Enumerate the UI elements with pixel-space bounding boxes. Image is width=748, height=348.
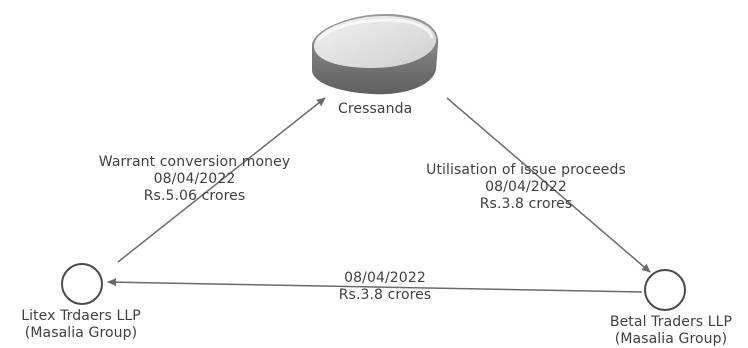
- flow-description: Utilisation of issue proceeds: [426, 162, 626, 178]
- arrow-betal-to-litex: [107, 278, 643, 293]
- flow-date: 08/04/2022: [485, 179, 567, 195]
- database-icon: [312, 14, 439, 95]
- entity-group: (Masalia Group): [614, 331, 728, 347]
- flow-label-betal-to-litex: 08/04/2022 Rs.3.8 crores: [310, 270, 460, 304]
- flow-description: Warrant conversion money: [98, 154, 291, 170]
- flow-amount: Rs.3.8 crores: [338, 287, 432, 303]
- litex-node-label: Litex Trdaers LLP (Masalia Group): [6, 308, 156, 342]
- flow-date: 08/04/2022: [153, 171, 236, 187]
- flow-label-warrant: Warrant conversion money 08/04/2022 Rs.5…: [92, 154, 297, 205]
- arrow-cressanda-to-betal: [446, 97, 651, 273]
- entity-group: (Masalia Group): [24, 325, 138, 341]
- entity-name: Betal Traders LLP: [609, 314, 733, 330]
- flow-date: 08/04/2022: [344, 270, 426, 286]
- arrow-litex-to-cressanda: [117, 97, 326, 263]
- entity-name: Litex Trdaers LLP: [21, 308, 141, 324]
- cressanda-label: Cressanda: [338, 101, 413, 117]
- betal-node-label: Betal Traders LLP (Masalia Group): [596, 314, 746, 348]
- flow-label-utilisation: Utilisation of issue proceeds 08/04/2022…: [420, 162, 632, 213]
- betal-node-icon: [644, 269, 686, 311]
- flow-amount: Rs.5.06 crores: [143, 188, 246, 204]
- flow-amount: Rs.3.8 crores: [479, 196, 573, 212]
- litex-node-icon: [61, 263, 103, 305]
